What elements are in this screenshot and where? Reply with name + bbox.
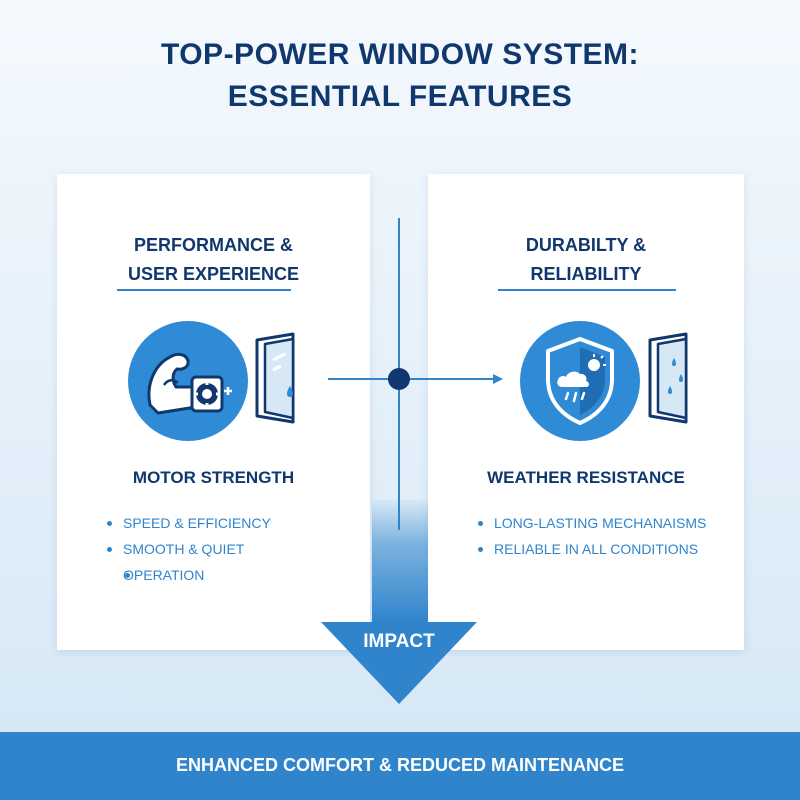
impact-arrow-head-icon: [321, 622, 477, 704]
rain-window-icon: [646, 330, 704, 435]
bullet-smooth-quiet: SMOOTH & QUIET: [105, 536, 325, 562]
page-title: TOP-POWER WINDOW SYSTEM: ESSENTIAL FEATU…: [0, 34, 800, 118]
bullet-reliable-conditions: RELIABLE IN ALL CONDITIONS: [476, 536, 736, 562]
durability-heading-rule: [498, 289, 676, 291]
result-banner: ENHANCED COMFORT & REDUCED MAINTENANCE: [0, 732, 800, 800]
durability-heading-line-1: DURABILTY &: [525, 235, 647, 255]
performance-heading-line-2: USER EXPERIENCE: [127, 264, 300, 284]
window-pane-icon: [253, 330, 311, 435]
result-banner-text: ENHANCED COMFORT & REDUCED MAINTENANCE: [176, 755, 624, 775]
performance-heading: PERFORMANCE & USER EXPERIENCE: [57, 231, 370, 289]
durability-heading: DURABILTY & RELIABILITY: [428, 231, 744, 289]
bullet-speed-efficiency: SPEED & EFFICIENCY: [105, 510, 325, 536]
weather-shield-icon: [520, 321, 640, 441]
durability-heading-line-2: RELIABILITY: [530, 264, 642, 284]
connector-junction-dot: [388, 368, 410, 390]
bullet-long-lasting: LONG-LASTING MECHANAISMS: [476, 510, 736, 536]
title-line-1: TOP-POWER WINDOW SYSTEM:: [160, 38, 640, 71]
performance-panel: PERFORMANCE & USER EXPERIENCE: [57, 174, 370, 650]
motor-strength-label: MOTOR STRENGTH: [132, 468, 295, 487]
performance-heading-line-1: PERFORMANCE &: [133, 235, 293, 255]
title-line-2: ESSENTIAL FEATURES: [227, 80, 573, 113]
performance-bullet-list: SPEED & EFFICIENCY SMOOTH & QUIET OPERAT…: [105, 510, 325, 588]
durability-panel: DURABILTY & RELIABILITY: [428, 174, 744, 650]
durability-bullet-list: LONG-LASTING MECHANAISMS RELIABLE IN ALL…: [476, 510, 736, 562]
weather-resistance-label: WEATHER RESISTANCE: [487, 468, 685, 487]
performance-heading-rule: [117, 289, 291, 291]
flexed-arm-motor-gear-icon: [128, 321, 248, 441]
impact-arrow-shaft: [372, 500, 428, 623]
bullet-operation: OPERATION: [123, 562, 325, 588]
impact-label: IMPACT: [363, 631, 435, 652]
connector-arrowhead-icon: [493, 374, 503, 384]
